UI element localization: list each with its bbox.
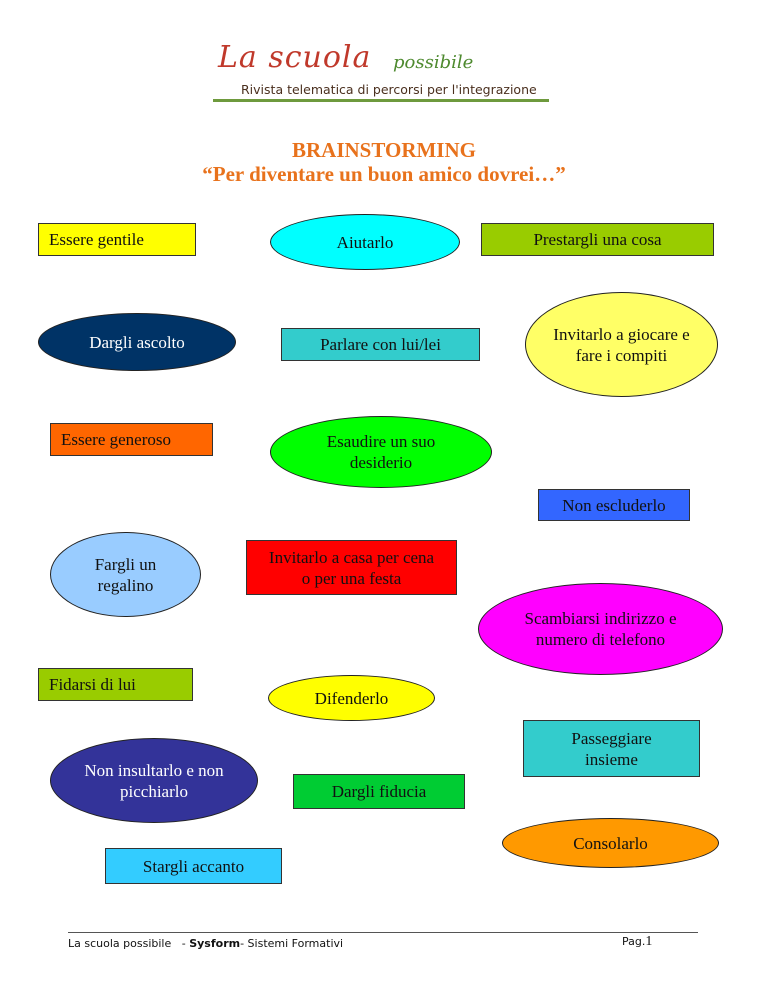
logo-tagline: Rivista telematica di percorsi per l'int… [241, 82, 537, 97]
idea-label: Difenderlo [314, 688, 389, 708]
idea-difenderlo: Difenderlo [268, 675, 435, 721]
idea-label: Non insultarlo e non picchiarlo [84, 760, 224, 801]
idea-label: Non escluderlo [562, 495, 666, 515]
idea-label: Essere gentile [49, 230, 144, 249]
footer-site-name: La scuola possibile [68, 937, 172, 950]
idea-passeggiare-insieme: Passeggiare insieme [523, 720, 700, 777]
idea-stargli-accanto: Stargli accanto [105, 848, 282, 884]
idea-consolarlo: Consolarlo [502, 818, 719, 868]
idea-label: Parlare con lui/lei [320, 335, 441, 354]
idea-label: Invitarlo a giocare e fare i compiti [553, 324, 690, 365]
idea-label: Dargli ascolto [89, 332, 185, 352]
idea-label: Invitarlo a casa per cena o per una fest… [268, 547, 435, 588]
idea-label: Consolarlo [573, 833, 648, 853]
idea-esaudire-un-suo-desiderio: Esaudire un suo desiderio [270, 416, 492, 488]
idea-parlare-con-lui-lei: Parlare con lui/lei [281, 328, 480, 361]
page-label: Pag. [622, 935, 646, 948]
footer-brand-suffix: - Sistemi Formativi [240, 937, 344, 950]
idea-label: Fidarsi di lui [49, 675, 136, 694]
page-number: Pag.1 [622, 934, 652, 950]
page-number-value: 1 [645, 934, 653, 949]
idea-label: Passeggiare insieme [571, 728, 652, 769]
logo: La scuola possibile Rivista telematica d… [213, 38, 549, 104]
page-title: BRAINSTORMING [292, 138, 476, 162]
idea-label: Stargli accanto [142, 856, 245, 876]
page-subtitle: “Per diventare un buon amico dovrei…” [202, 162, 566, 186]
idea-label: Aiutarlo [336, 232, 394, 252]
idea-essere-gentile: Essere gentile [38, 223, 196, 256]
idea-label: Esaudire un suo desiderio [326, 432, 436, 472]
footer-text: La scuola possibile - Sysform- Sistemi F… [68, 937, 343, 950]
footer-divider [68, 932, 698, 933]
footer-separator: - [181, 937, 186, 950]
idea-label: Essere generoso [61, 430, 171, 449]
idea-fidarsi-di-lui: Fidarsi di lui [38, 668, 193, 701]
idea-non-insultarlo: Non insultarlo e non picchiarlo [50, 738, 258, 823]
idea-label: Prestargli una cosa [533, 230, 662, 249]
idea-label: Scambiarsi indirizzo e numero di telefon… [524, 609, 677, 649]
idea-scambiarsi-indirizzo: Scambiarsi indirizzo e numero di telefon… [478, 583, 723, 675]
idea-dargli-ascolto: Dargli ascolto [38, 313, 236, 371]
logo-title: La scuola [218, 40, 372, 75]
idea-prestargli-una-cosa: Prestargli una cosa [481, 223, 714, 256]
idea-invitarlo-a-casa: Invitarlo a casa per cena o per una fest… [246, 540, 457, 595]
footer-brand: Sysform [189, 937, 241, 950]
idea-invitarlo-a-giocare: Invitarlo a giocare e fare i compiti [525, 292, 718, 397]
logo-subtitle-word: possibile [393, 52, 474, 73]
idea-fargli-un-regalino: Fargli un regalino [50, 532, 201, 617]
idea-aiutarlo: Aiutarlo [270, 214, 460, 270]
idea-dargli-fiducia: Dargli fiducia [293, 774, 465, 809]
idea-label: Dargli fiducia [331, 782, 427, 801]
idea-non-escluderlo: Non escluderlo [538, 489, 690, 521]
logo-underline [213, 99, 549, 102]
idea-essere-generoso: Essere generoso [50, 423, 213, 456]
idea-label: Fargli un regalino [94, 554, 157, 595]
